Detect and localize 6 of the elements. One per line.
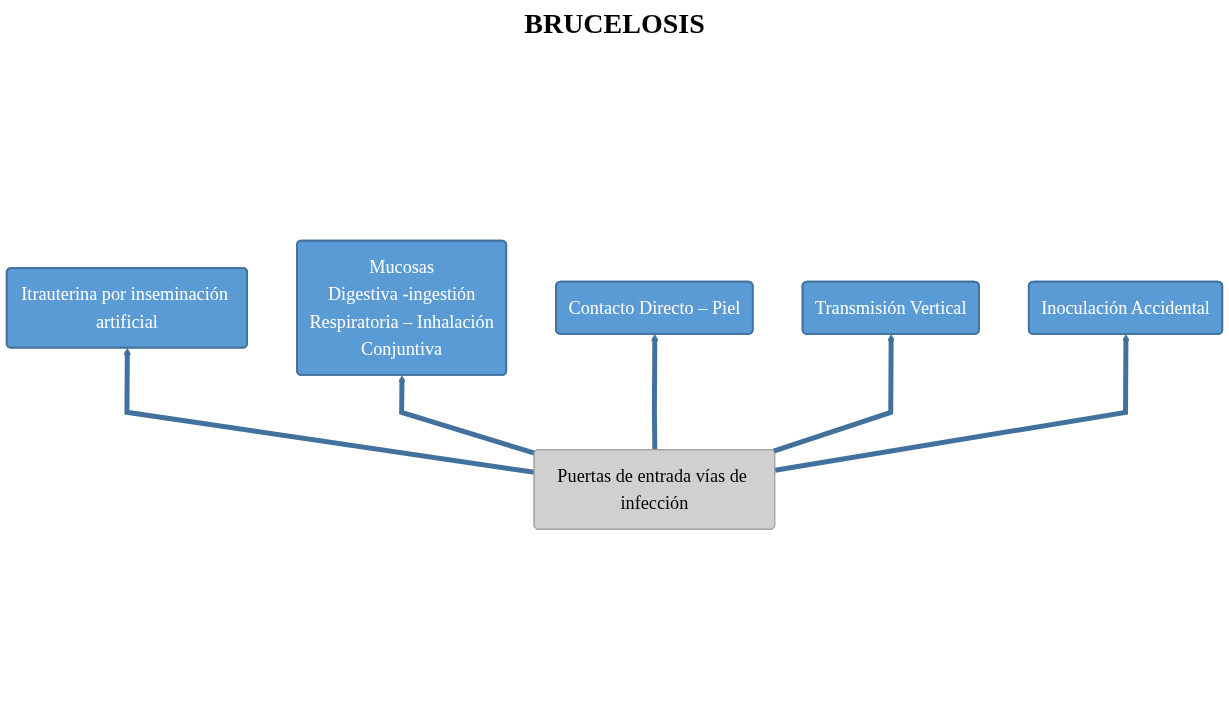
arrow bbox=[774, 333, 1130, 473]
arrow bbox=[123, 347, 535, 475]
diagram-title: BRUCELOSIS bbox=[524, 8, 705, 40]
arrow bbox=[651, 333, 659, 450]
arrow bbox=[772, 333, 895, 453]
arrow bbox=[398, 374, 536, 456]
